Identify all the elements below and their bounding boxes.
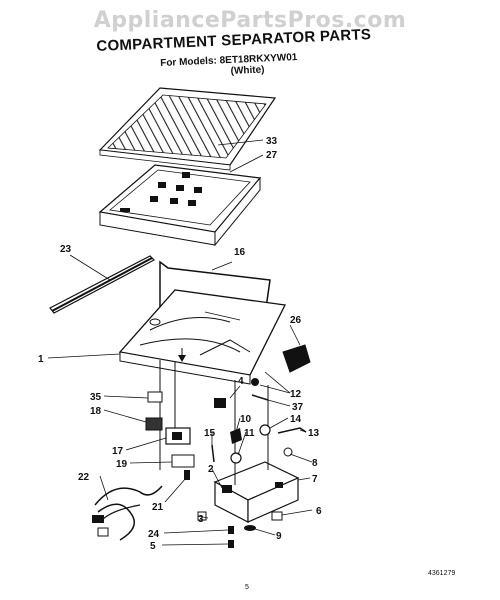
callout-7: 7 — [312, 474, 318, 485]
trim-strip-part — [49, 255, 155, 314]
callout-19: 19 — [116, 459, 128, 470]
wire-harness-part — [92, 485, 163, 541]
callout-10: 10 — [240, 414, 252, 425]
separator-tray-part — [98, 164, 262, 247]
callout-14: 14 — [290, 414, 302, 425]
callout-27: 27 — [266, 150, 278, 161]
callout-26: 26 — [290, 315, 302, 326]
callout-23: 23 — [60, 244, 72, 255]
callout-9: 9 — [276, 531, 282, 542]
separator-base-part — [118, 289, 286, 385]
callout-17: 17 — [112, 446, 124, 457]
callout-18: 18 — [90, 406, 102, 417]
callout-3: 3 — [198, 514, 204, 525]
callout-24: 24 — [148, 529, 160, 540]
callout-6: 6 — [316, 506, 322, 517]
callout-5: 5 — [150, 541, 156, 552]
page-number: 5 — [245, 584, 249, 591]
control-housing-part — [213, 380, 300, 523]
watermark: AppliancePartsPros.com — [93, 8, 407, 33]
callout-15: 15 — [204, 428, 216, 439]
leader-lines — [47, 139, 313, 546]
callout-2: 2 — [208, 464, 214, 475]
catalog-number: 4361279 — [428, 570, 456, 577]
callout-21: 21 — [152, 502, 164, 513]
bracket-part-26 — [282, 344, 311, 373]
callout-13: 13 — [308, 428, 320, 439]
small-components — [197, 378, 307, 548]
callout-11: 11 — [244, 428, 255, 439]
callout-35: 35 — [90, 392, 102, 403]
callout-22: 22 — [78, 472, 90, 483]
left-wiring-parts — [145, 360, 195, 480]
grille-cover-part — [98, 87, 277, 171]
callout-4: 4 — [238, 376, 244, 387]
callout-37: 37 — [292, 402, 304, 413]
callout-33: 33 — [266, 136, 278, 147]
callout-12: 12 — [290, 389, 302, 400]
callout-8: 8 — [312, 458, 318, 469]
callout-1: 1 — [38, 354, 44, 365]
callout-16: 16 — [234, 247, 246, 258]
